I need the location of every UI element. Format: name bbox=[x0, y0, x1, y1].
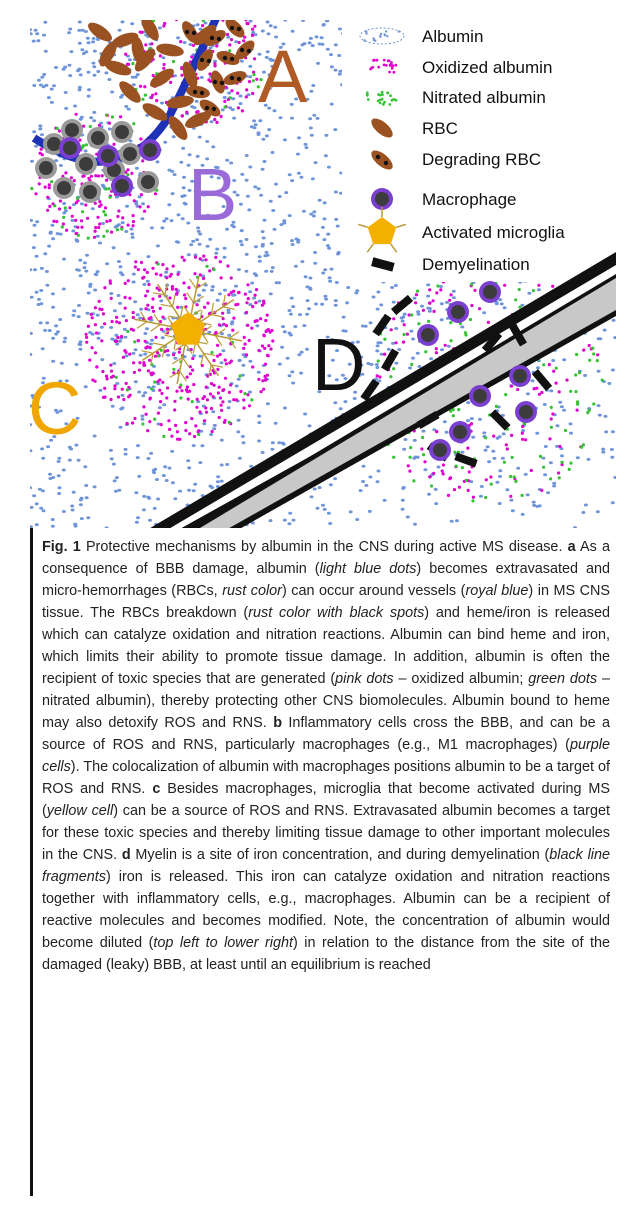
caption-emphasis: yellow cell bbox=[46, 803, 114, 819]
caption-text: ) in MS CNS tissue. The RBCs breakdown ( bbox=[42, 583, 610, 621]
figure-caption: Fig. 1 Protective mechanisms by albumin … bbox=[42, 536, 610, 976]
caption-text: ) becomes extravasated and micro-hemorrh… bbox=[42, 561, 610, 599]
legend-label-albumin: Albumin bbox=[422, 27, 483, 46]
caption-text: ) iron is released. This iron can cataly… bbox=[42, 869, 610, 951]
caption-text: Myelin is a site of iron concentration, … bbox=[135, 847, 550, 863]
region-label-b: B bbox=[188, 153, 237, 236]
activated-microglia-icon bbox=[357, 207, 407, 253]
albumin-legend-dots bbox=[363, 30, 401, 42]
figure-illustration: A B C D Albumin Oxidized albumin Nitrate… bbox=[30, 20, 616, 528]
caption-text: ) in relation to the distance from the s… bbox=[42, 935, 610, 973]
macrophage-cluster-b bbox=[35, 119, 161, 203]
degrading-rbc-cluster bbox=[182, 20, 255, 117]
legend-label-activated-microglia: Activated microglia bbox=[422, 223, 565, 242]
caption-emphasis: rust color bbox=[222, 583, 282, 599]
legend-label-rbc: RBC bbox=[422, 119, 458, 138]
rbc-cluster bbox=[88, 20, 217, 140]
caption-emphasis: light blue dots bbox=[319, 561, 417, 577]
caption-emphasis: purple cells bbox=[42, 737, 610, 775]
region-label-d: D bbox=[312, 323, 365, 406]
degrading-rbc-icon bbox=[371, 150, 393, 170]
nitrated-albumin-icon bbox=[365, 90, 398, 106]
albumin-icon bbox=[359, 27, 405, 45]
legend-label-oxidized-albumin: Oxidized albumin bbox=[422, 58, 552, 77]
caption-panel-b-label: b bbox=[273, 715, 282, 731]
caption-emphasis: pink dots bbox=[335, 671, 394, 687]
caption-text: Inflammatory cells cross the BBB, and ca… bbox=[42, 715, 610, 753]
demyelination-icon bbox=[371, 257, 395, 272]
caption-emphasis: royal blue bbox=[465, 583, 529, 599]
caption-text: ) and heme/iron is released which can ca… bbox=[42, 605, 610, 687]
caption-text: As a consequence of BBB damage, albumin … bbox=[42, 539, 611, 577]
caption-text: – nitrated albumin), thereby protecting … bbox=[42, 671, 610, 731]
caption-emphasis: green dots bbox=[528, 671, 598, 687]
caption-text: ). The colocalization of albumin with ma… bbox=[42, 759, 610, 797]
legend-label-degrading-rbc: Degrading RBC bbox=[422, 150, 541, 169]
oxidized-albumin-icon bbox=[369, 58, 398, 74]
region-label-a: A bbox=[258, 35, 308, 118]
caption-text: ) can be a source of ROS and RNS. Extrav… bbox=[42, 803, 610, 863]
legend: Albumin Oxidized albumin Nitrated albumi… bbox=[357, 27, 565, 274]
macrophage-icon bbox=[371, 188, 393, 210]
caption-emphasis: black line fragments bbox=[42, 847, 610, 885]
caption-panel-a-label: a bbox=[567, 539, 576, 555]
legend-label-nitrated-albumin: Nitrated albumin bbox=[422, 88, 546, 107]
macrophage-cluster-d bbox=[417, 281, 537, 461]
caption-panel-c-label: c bbox=[152, 781, 161, 797]
demyelination-fragments bbox=[360, 294, 553, 468]
legend-label-demyelination: Demyelination bbox=[422, 255, 530, 274]
caption-rule bbox=[30, 528, 33, 1196]
region-label-c: C bbox=[30, 367, 81, 450]
caption-text: Besides macrophages, microglia that beco… bbox=[42, 781, 611, 819]
activated-microglia-cell bbox=[133, 275, 243, 385]
caption-figure-label: Fig. 1 bbox=[42, 539, 81, 555]
rbc-icon bbox=[371, 118, 393, 138]
caption-emphasis: top left to lower right bbox=[153, 935, 293, 951]
caption-emphasis: rust color with black spots bbox=[248, 605, 425, 621]
figure-panel: A B C D Albumin Oxidized albumin Nitrate… bbox=[30, 20, 616, 528]
caption-text: ) can occur around vessels ( bbox=[281, 583, 466, 599]
caption-title: Protective mechanisms by albumin in the … bbox=[85, 539, 563, 555]
caption-panel-d-label: d bbox=[121, 847, 131, 863]
caption-text: – oxidized albumin; bbox=[393, 671, 529, 687]
myelinated-axon bbox=[150, 252, 616, 528]
legend-label-macrophage: Macrophage bbox=[422, 190, 517, 209]
